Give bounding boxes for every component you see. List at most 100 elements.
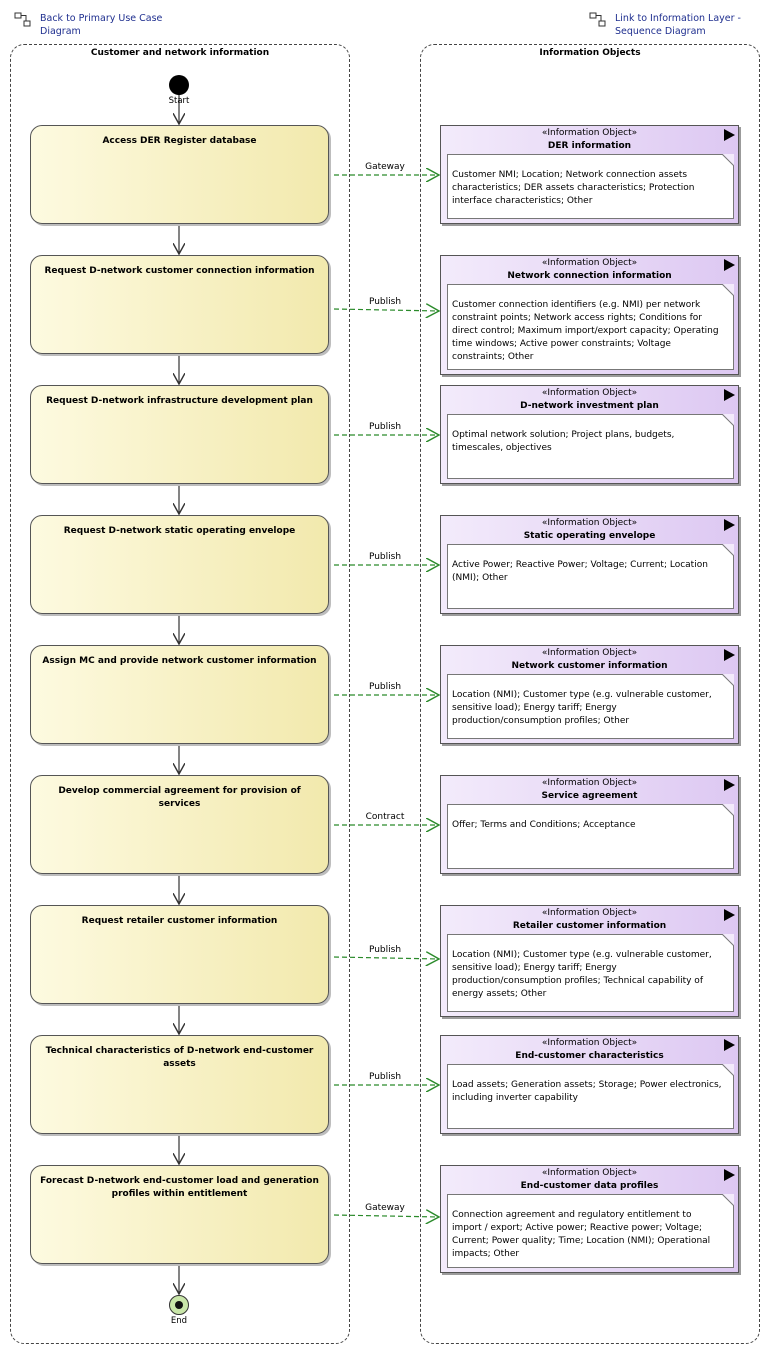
info-link-text: Link to Information Layer - Sequence Dia… [615,13,741,37]
action-label: Access DER Register database [102,136,257,146]
triangle-icon [724,779,735,791]
triangle-icon [724,1039,735,1051]
info-object-end-customer-data-profiles[interactable]: «Information Object» End-customer data p… [440,1165,739,1273]
note-fold-icon [722,804,734,816]
note-fold-icon [722,414,734,426]
triangle-icon [724,389,735,401]
stereotype: «Information Object» [541,1038,638,1048]
action-label: Develop commercial agreement for provisi… [58,786,301,809]
action-access-der-register[interactable]: Access DER Register database [30,125,329,224]
action-forecast-profiles[interactable]: Forecast D-network end-customer load and… [30,1165,329,1264]
info-object-note: Connection agreement and regulatory enti… [447,1194,734,1268]
info-object-static-operating-envelope[interactable]: «Information Object» Static operating en… [440,515,739,614]
info-object-name: DER information [547,141,632,151]
flow-label: Gateway [365,1203,405,1213]
diagram-link-icon [589,12,606,27]
info-object-name: End-customer data profiles [520,1181,659,1191]
info-object-text: Customer NMI; Location; Network connecti… [452,170,695,206]
info-object-note: Optimal network solution; Project plans,… [447,414,734,479]
info-object-note: Location (NMI); Customer type (e.g. vuln… [447,934,734,1012]
triangle-icon [724,519,735,531]
action-label: Request D-network infrastructure develop… [46,396,313,406]
link-to-information-layer[interactable]: Link to Information Layer - Sequence Dia… [589,12,764,42]
info-object-text: Customer connection identifiers (e.g. NM… [452,300,719,362]
info-object-network-connection-information[interactable]: «Information Object» Network connection … [440,255,739,375]
note-fold-icon [722,934,734,946]
end-label: End [170,1316,188,1326]
customer-network-lane: Customer and network information [10,44,350,1344]
action-request-development-plan[interactable]: Request D-network infrastructure develop… [30,385,329,484]
back-to-primary-use-case-link[interactable]: Back to Primary Use Case Diagram [14,12,194,42]
stereotype: «Information Object» [541,1168,638,1178]
note-fold-icon [722,544,734,556]
info-object-note: Customer connection identifiers (e.g. NM… [447,284,734,370]
diagram-link-icon [14,12,31,27]
info-object-note: Offer; Terms and Conditions; Acceptance [447,804,734,869]
info-object-name: Service agreement [541,791,638,801]
info-object-retailer-customer-information[interactable]: «Information Object» Retailer customer i… [440,905,739,1017]
action-request-operating-envelope[interactable]: Request D-network static operating envel… [30,515,329,614]
action-label: Request D-network static operating envel… [63,526,296,536]
info-object-end-customer-characteristics[interactable]: «Information Object» End-customer charac… [440,1035,739,1134]
info-object-note: Customer NMI; Location; Network connecti… [447,154,734,219]
stereotype: «Information Object» [541,388,638,398]
flow-label: Contract [365,812,405,822]
flow-label: Publish [368,552,402,562]
note-fold-icon [722,1194,734,1206]
info-object-der-information[interactable]: «Information Object» DER information Cus… [440,125,739,224]
triangle-icon [724,649,735,661]
info-object-text: Location (NMI); Customer type (e.g. vuln… [452,690,712,726]
flow-label: Publish [368,945,402,955]
flow-label: Publish [368,422,402,432]
info-object-note: Load assets; Generation assets; Storage;… [447,1064,734,1129]
action-label: Request D-network customer connection in… [44,266,315,276]
info-object-text: Connection agreement and regulatory enti… [452,1210,711,1259]
action-request-connection-info[interactable]: Request D-network customer connection in… [30,255,329,354]
info-object-note: Active Power; Reactive Power; Voltage; C… [447,544,734,609]
triangle-icon [724,259,735,271]
flow-label: Publish [368,1072,402,1082]
stereotype: «Information Object» [541,648,638,658]
info-object-text: Active Power; Reactive Power; Voltage; C… [452,560,708,583]
lane-title: Information Objects [539,48,641,58]
stereotype: «Information Object» [541,128,638,138]
action-develop-commercial-agreement[interactable]: Develop commercial agreement for provisi… [30,775,329,874]
back-link-text: Back to Primary Use Case Diagram [40,13,163,37]
action-technical-characteristics[interactable]: Technical characteristics of D-network e… [30,1035,329,1134]
stereotype: «Information Object» [541,518,638,528]
lane-title: Customer and network information [90,48,270,58]
information-objects-lane: Information Objects [420,44,760,1344]
end-node[interactable] [169,1295,189,1315]
start-node[interactable] [169,75,189,95]
info-object-name: Static operating envelope [523,531,656,541]
info-object-name: End-customer characteristics [515,1051,664,1061]
info-object-name: Retailer customer information [512,921,667,931]
end-node-dot [175,1301,183,1309]
note-fold-icon [722,1064,734,1076]
note-fold-icon [722,154,734,166]
info-object-service-agreement[interactable]: «Information Object» Service agreement O… [440,775,739,874]
flow-label: Publish [368,682,402,692]
info-object-text: Offer; Terms and Conditions; Acceptance [452,820,636,830]
action-request-retailer-info[interactable]: Request retailer customer information [30,905,329,1004]
object-flows [333,175,439,1217]
action-label: Technical characteristics of D-network e… [45,1046,314,1069]
action-label: Assign MC and provide network customer i… [42,656,317,666]
flow-label: Publish [368,297,402,307]
stereotype: «Information Object» [541,908,638,918]
info-object-text: Load assets; Generation assets; Storage;… [452,1080,722,1103]
info-object-network-customer-information[interactable]: «Information Object» Network customer in… [440,645,739,744]
info-object-text: Location (NMI); Customer type (e.g. vuln… [452,950,712,999]
info-object-d-network-investment-plan[interactable]: «Information Object» D-network investmen… [440,385,739,484]
action-label: Request retailer customer information [81,916,278,926]
info-object-name: D-network investment plan [520,401,659,411]
triangle-icon [724,909,735,921]
info-object-note: Location (NMI); Customer type (e.g. vuln… [447,674,734,739]
info-object-name: Network customer information [511,661,668,671]
note-fold-icon [722,674,734,686]
info-object-text: Optimal network solution; Project plans,… [452,430,675,453]
action-assign-mc[interactable]: Assign MC and provide network customer i… [30,645,329,744]
triangle-icon [724,129,735,141]
start-label: Start [168,96,190,106]
